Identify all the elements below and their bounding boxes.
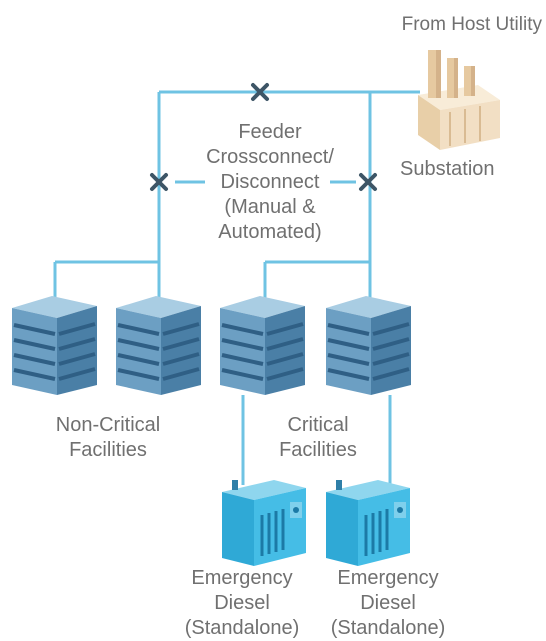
non-critical-label-line: Facilities [69,439,147,461]
critical-label-line: Facilities [279,439,357,461]
non-critical-label-line: Non-Critical [55,414,161,436]
feeder-label-line: Automated) [218,221,322,243]
emergency-diesel-generator-icon-1 [222,480,306,566]
feeder-label-line: Crossconnect/ [206,146,334,168]
substation-label: Substation [400,158,495,180]
feeder-label-line: Disconnect [220,171,320,193]
non-critical-facilities-label: Non-Critical Facilities [28,413,188,463]
substation-factory-icon [418,50,500,150]
feeder-crossconnect-label: Feeder Crossconnect/ Disconnect (Manual … [190,120,350,245]
critical-building-icon-1 [220,296,305,395]
host-utility-label: From Host Utility [401,14,542,35]
feeder-label-line: Feeder [238,121,302,143]
non-critical-building-icon-1 [12,296,97,395]
diesel-label-line: Diesel [214,592,270,614]
switch-x-icon-right[interactable] [359,173,377,191]
critical-facilities-label: Critical Facilities [243,413,393,463]
critical-label-line: Critical [287,414,349,436]
diesel-label-line: Emergency [191,567,293,589]
emergency-diesel-generator-icon-2 [326,480,410,566]
diesel-label-line: Emergency [337,567,439,589]
switch-x-icon-top[interactable] [251,83,269,101]
non-critical-building-icon-2 [116,296,201,395]
feeder-lines [53,90,420,485]
diesel-label-line: (Standalone) [184,617,300,639]
diesel-label-line: (Standalone) [330,617,446,639]
switch-x-icon-left[interactable] [150,173,168,191]
diesel-label-line: Diesel [360,592,416,614]
emergency-diesel-label-left: Emergency Diesel (Standalone) [172,566,312,641]
emergency-diesel-label-right: Emergency Diesel (Standalone) [318,566,458,641]
feeder-label-line: (Manual & [224,196,316,218]
critical-building-icon-2 [326,296,411,395]
